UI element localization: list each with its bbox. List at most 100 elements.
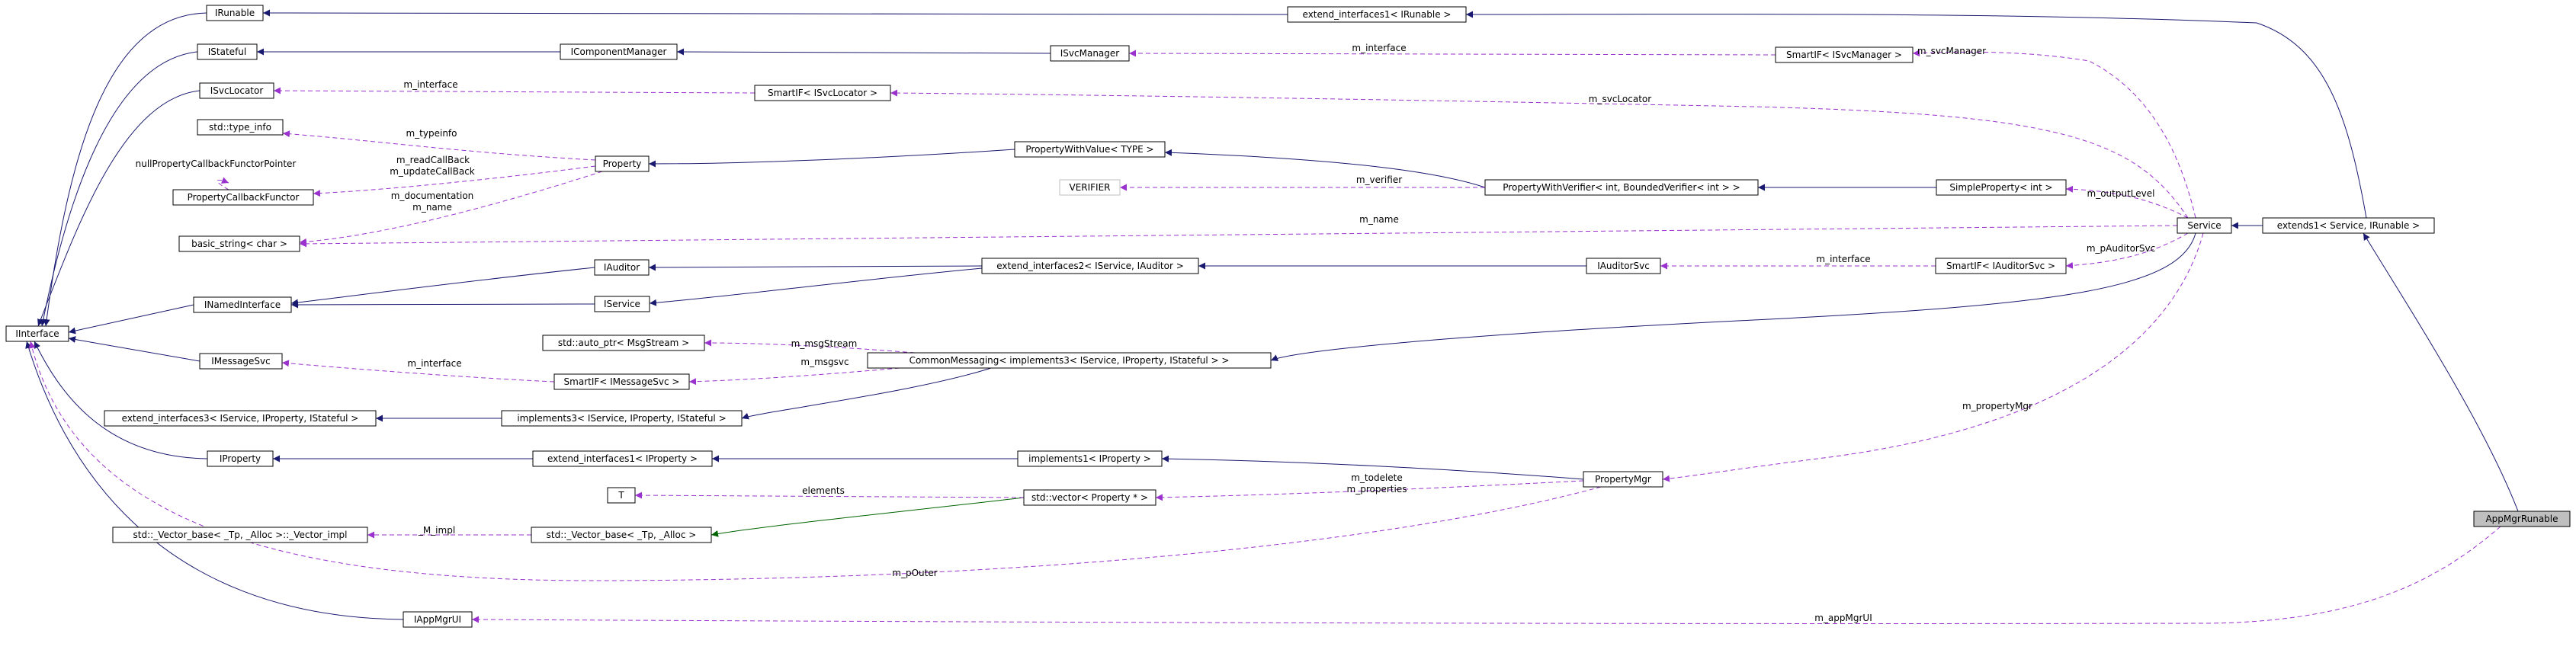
node-label: implements3< IService, IProperty, IState… [517, 413, 726, 424]
edge-isvclocator-to-iinterface [37, 90, 200, 327]
edge-iproperty-to-iinterface [34, 341, 208, 459]
node-icomponentmanager[interactable]: IComponentManager [560, 43, 678, 60]
node-iauditorsvc[interactable]: IAuditorSvc [1586, 258, 1661, 274]
edge-label-m-pouter: m_pOuter [892, 568, 937, 578]
edge-label-m-readcallback: m_readCallBack [396, 155, 470, 165]
node-box [2473, 511, 2571, 527]
node-vector-base[interactable]: std::_Vector_base< _Tp, _Alloc > [531, 527, 712, 543]
node-label: AppMgrRunable [2485, 514, 2558, 524]
node-box [1014, 141, 1166, 158]
node-box [1059, 179, 1121, 196]
node-label: CommonMessaging< implements3< IService, … [909, 355, 1230, 366]
node-appmgrrunable[interactable]: AppMgrRunable [2473, 511, 2571, 527]
node-istateful[interactable]: IStateful [197, 43, 258, 60]
node-box [197, 43, 258, 60]
edge-label-m-typeinfo: m_typeinfo [406, 128, 457, 139]
edge-usage-m-interface-svclocator [273, 87, 755, 94]
node-implements3[interactable]: implements3< IService, IProperty, IState… [501, 410, 743, 427]
node-propertywithverifier[interactable]: PropertyWithVerifier< int, BoundedVerifi… [1484, 179, 1759, 196]
node-vector-impl[interactable]: std::_Vector_base< _Tp, _Alloc >::_Vecto… [112, 527, 368, 543]
node-box [501, 410, 743, 427]
node-propertywithvalue[interactable]: PropertyWithValue< TYPE > [1014, 141, 1166, 158]
node-extends1[interactable]: extends1< Service, IRunable > [2262, 217, 2435, 234]
node-smartif-imessagesvc[interactable]: SmartIF< IMessageSvc > [553, 373, 690, 390]
node-iinterface[interactable]: IInterface [5, 325, 69, 342]
node-isvcmanager[interactable]: ISvcManager [1050, 45, 1130, 62]
node-iappmgrui[interactable]: IAppMgrUI [403, 611, 473, 628]
node-label: IInterface [15, 328, 59, 339]
node-box [199, 353, 283, 370]
node-label: extend_interfaces1< IRunable > [1303, 9, 1452, 20]
node-label: extend_interfaces3< IService, IProperty,… [122, 413, 359, 424]
node-isvclocator[interactable]: ISvcLocator [199, 82, 274, 99]
edge-label-m-outputlevel: m_outputLevel [2087, 188, 2155, 199]
node-inamedinterface[interactable]: INamedInterface [193, 296, 292, 313]
node-extend-interfaces3[interactable]: extend_interfaces3< IService, IProperty,… [104, 410, 377, 427]
node-std-type-info[interactable]: std::type_info [197, 119, 284, 136]
edge-iauditor-to-inamedinterface [290, 267, 595, 306]
node-box [542, 335, 705, 351]
node-box [594, 296, 650, 312]
node-property[interactable]: Property [595, 155, 650, 172]
diagram-nodes: IRunableIStatefulISvcLocatorstd::type_in… [5, 5, 2571, 628]
edge-label-m-verifier: m_verifier [1356, 174, 1402, 185]
edge-usage-m-documentation [299, 171, 603, 245]
edge-label-m-svclocator: m_svcLocator [1589, 94, 1651, 104]
edge-usage-m-properties [1155, 480, 1584, 501]
node-t[interactable]: T [607, 487, 636, 504]
node-auto-ptr-msgstream[interactable]: std::auto_ptr< MsgStream > [542, 335, 705, 351]
node-propertycallbackfunctor[interactable]: PropertyCallbackFunctor [172, 189, 314, 206]
node-box [532, 450, 713, 467]
node-box [1287, 6, 1467, 23]
edge-label-nullpropertycallbackfunctorpointer: nullPropertyCallbackFunctorPointer [136, 158, 297, 169]
node-label: basic_string< char > [191, 238, 287, 249]
node-label: extend_interfaces1< IProperty > [547, 453, 698, 464]
node-extend-interfaces1-irunable[interactable]: extend_interfaces1< IRunable > [1287, 6, 1467, 23]
edge-label-m-name-service: m_name [1359, 214, 1399, 225]
edge-commonmessaging-to-implements3 [741, 367, 992, 420]
node-iproperty[interactable]: IProperty [207, 450, 274, 467]
edge-usage-m-name-service [299, 225, 2178, 248]
node-commonmessaging[interactable]: CommonMessaging< implements3< IService, … [867, 352, 1272, 369]
node-box [754, 85, 891, 101]
edge-label-m-propertymgr: m_propertyMgr [1962, 401, 2032, 411]
node-imessagesvc[interactable]: IMessageSvc [199, 353, 283, 370]
node-box [403, 611, 473, 628]
node-label: IMessageSvc [211, 356, 270, 367]
node-label: std::auto_ptr< MsgStream > [558, 338, 689, 348]
node-box [1583, 471, 1663, 488]
node-implements1-iproperty[interactable]: implements1< IProperty > [1017, 450, 1163, 467]
node-propertymgr[interactable]: PropertyMgr [1583, 471, 1663, 488]
node-service[interactable]: Service [2177, 217, 2232, 234]
edge-irunable-to-iinterface [43, 12, 207, 327]
edge-iappmgrui-to-iinterface [25, 341, 404, 620]
node-box [207, 450, 274, 467]
node-basic-string[interactable]: basic_string< char > [178, 235, 300, 252]
edge-usage-m-svclocator [890, 89, 2189, 219]
node-vector-property[interactable]: std::vector< Property * > [1023, 489, 1156, 506]
node-label: extends1< Service, IRunable > [2277, 220, 2420, 231]
node-label: PropertyCallbackFunctor [188, 192, 300, 203]
edge-label-m-appmgrui: m_appMgrUI [1814, 613, 1872, 623]
node-smartif-iauditorsvc[interactable]: SmartIF< IAuditorSvc > [1935, 258, 2067, 274]
node-extend-interfaces1-iproperty[interactable]: extend_interfaces1< IProperty > [532, 450, 713, 467]
node-box [199, 82, 274, 99]
edge-usage-m-interface-svcmanager [1128, 50, 1776, 57]
node-extend-interfaces2[interactable]: extend_interfaces2< IService, IAuditor > [981, 258, 1199, 274]
node-smartif-isvcmanager[interactable]: SmartIF< ISvcManager > [1775, 46, 1914, 63]
node-irunable[interactable]: IRunable [206, 5, 264, 21]
edge-usage-m-propertymgr [1662, 232, 2204, 482]
node-smartif-isvclocator[interactable]: SmartIF< ISvcLocator > [754, 85, 891, 101]
edge-extends1-to-extif1irunable [1465, 11, 2367, 219]
node-label: PropertyWithVerifier< int, BoundedVerifi… [1503, 182, 1740, 193]
node-iauditor[interactable]: IAuditor [594, 259, 650, 276]
node-verifier[interactable]: VERIFIER [1059, 179, 1121, 196]
edge-propertymgr-to-implements1 [1161, 455, 1584, 480]
node-box [607, 487, 636, 504]
edge-usage-m-readcallback [313, 165, 596, 197]
node-iservice[interactable]: IService [594, 296, 650, 312]
node-simpleproperty-int[interactable]: SimpleProperty< int > [1936, 179, 2067, 196]
edge-extif2-to-iauditor [648, 264, 983, 271]
